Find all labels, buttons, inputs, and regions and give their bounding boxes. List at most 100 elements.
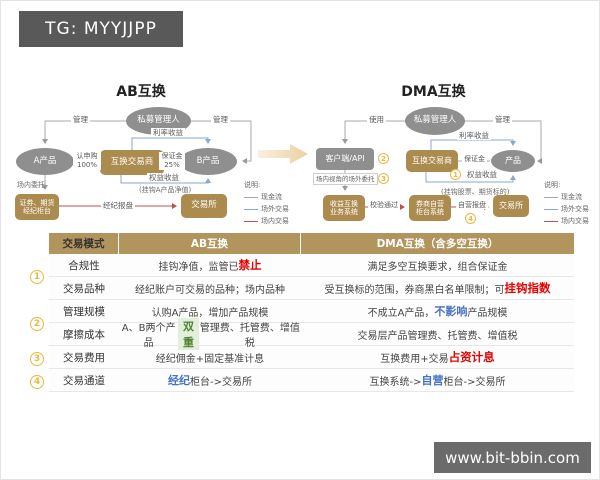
legend-label: 场内交易 bbox=[261, 217, 289, 225]
note-linked-stock-futures: (挂钩股票、期货标的) bbox=[441, 188, 510, 196]
legend-line-swatch bbox=[544, 220, 558, 222]
legend-title: 说明: bbox=[244, 181, 261, 189]
legend-label: 现金流 bbox=[261, 193, 282, 201]
cell-text: 满足多空互换要求，组合保证金 bbox=[367, 261, 508, 273]
group-4-badge: 4 bbox=[30, 375, 44, 389]
legend-item: 场外交易 bbox=[244, 204, 289, 214]
legend-title: 说明: bbox=[544, 181, 561, 189]
table-header-row: 交易模式 AB互换 DMA互换（含多空互换） bbox=[49, 233, 574, 254]
cell-text: 管理费、托管费、增值税 bbox=[199, 323, 300, 349]
emphasis-text: 禁止 bbox=[238, 258, 262, 272]
table-cell: 经纪佣金+固定基准计息 bbox=[119, 346, 301, 368]
legend-item: 场内交易 bbox=[544, 216, 589, 226]
group-1-badge: 1 bbox=[30, 270, 44, 284]
comparison-table: 交易模式 AB互换 DMA互换（含多空互换） 合规性 挂钩净值，监管已禁止 满足多空… bbox=[49, 233, 574, 392]
transition-arrow-icon bbox=[258, 144, 308, 164]
table-cell: 不成立A产品，不影响产品规模 bbox=[301, 300, 574, 322]
cell-text: 认购A产品，增加产品规模 bbox=[151, 307, 269, 319]
note-linked-nav: (挂钩A产品净值) bbox=[139, 186, 192, 194]
emphasis-text: 挂钩指数 bbox=[504, 281, 551, 295]
legend-label: 现金流 bbox=[561, 193, 582, 201]
table-row: 合规性 挂钩净值，监管已禁止 满足多空互换要求，组合保证金 bbox=[49, 254, 574, 277]
legend-label: 场内交易 bbox=[561, 217, 589, 225]
label-self-quote: 自营报盘 bbox=[456, 201, 488, 210]
legend-item: 场内交易 bbox=[244, 216, 289, 226]
row-label: 交易费用 bbox=[63, 351, 105, 364]
node-swap-dealer-dma: 互换交易商 bbox=[406, 150, 458, 172]
emphasis-text: 双重 bbox=[178, 318, 199, 350]
emphasis-text: 不影响 bbox=[434, 305, 468, 318]
step-1-badge: 1 bbox=[450, 169, 461, 180]
cell-text: 不成立A产品， bbox=[367, 307, 435, 319]
cell-text: 柜台->交易所 bbox=[190, 376, 252, 388]
label-rate-income-dma: 利率收益 bbox=[457, 131, 491, 140]
legend-item: 现金流 bbox=[544, 192, 589, 202]
row-label: 摩擦成本 bbox=[63, 328, 105, 341]
legend-ab: 说明:现金流场外交易场内交易 bbox=[244, 180, 289, 226]
table-row: 交易费用 经纪佣金+固定基准计息 互换费用+交易占资计息 bbox=[49, 346, 574, 369]
table-cell: 挂钩净值，监管已禁止 bbox=[119, 254, 301, 276]
cell-text: 经纪佣金+固定基准计息 bbox=[155, 353, 265, 365]
label-verify-pass: 校验通过 bbox=[368, 201, 400, 210]
node-product-dma: 产品 bbox=[491, 150, 535, 172]
node-fund-manager-dma: 私募管理人 bbox=[405, 107, 465, 135]
table-cell: 互换系统->自营柜台->交易所 bbox=[301, 369, 574, 391]
node-exchange-ab: 交易所 bbox=[181, 194, 227, 218]
legend-line-swatch bbox=[544, 196, 558, 198]
table-row: 交易品种经纪账户可交易的品种；场内品种受互换标的范围，券商黑白名单限制；可挂钩指… bbox=[49, 277, 574, 300]
broker-line1: 证券、期货 bbox=[19, 198, 55, 207]
tg-handle-badge: TG: MYYJJPP bbox=[19, 11, 183, 47]
table-row: 管理规模 认购A产品，增加产品规模 不成立A产品，不影响产品规模 bbox=[49, 300, 574, 323]
legend-line-swatch bbox=[544, 208, 558, 210]
col-header-mode: 交易模式 bbox=[49, 233, 119, 254]
group-3-badge: 3 bbox=[30, 352, 44, 366]
table-body: 合规性 挂钩净值，监管已禁止 满足多空互换要求，组合保证金交易品种经纪账户可交易的品… bbox=[49, 254, 574, 392]
node-swap-dealer-ab: 互换交易商 bbox=[100, 150, 164, 175]
legend-item: 场外交易 bbox=[544, 204, 589, 214]
node-exchange-dma: 交易所 bbox=[493, 195, 529, 217]
cell-text: 柜台->交易所 bbox=[443, 376, 506, 388]
label-equity-income-dma: 权益收益 bbox=[465, 170, 499, 179]
table-cell: 交易层产品管理费、托管费、增值税 bbox=[301, 323, 574, 345]
broker-line2: 经纪柜台 bbox=[23, 207, 51, 215]
row-label: 合规性 bbox=[68, 259, 100, 272]
table-row: 摩擦成本 A、B两个产品双重管理费、托管费、增值税交易层产品管理费、托管费、增值税 bbox=[49, 318, 574, 350]
label-manage-dma: 管理 bbox=[493, 115, 512, 124]
label-manage-left: 管理 bbox=[71, 115, 90, 124]
label-use: 使用 bbox=[367, 115, 386, 124]
label-rate-income-ab: 利率收益 bbox=[151, 128, 185, 137]
legend-label: 场外交易 bbox=[561, 205, 589, 213]
emphasis-text: 占资计息 bbox=[448, 350, 495, 364]
emphasis-text: 经纪 bbox=[168, 374, 190, 387]
table-cell: A、B两个产品双重管理费、托管费、增值税 bbox=[119, 318, 301, 350]
step-3-badge: 3 bbox=[378, 173, 389, 184]
cell-text: 经纪账户可交易的品种；场内品种 bbox=[135, 284, 285, 296]
node-swap-business-system: 收益互换业务系统 bbox=[323, 195, 365, 221]
label-onsite-order: 场内委托 bbox=[17, 181, 45, 189]
group-2-badge: 2 bbox=[30, 317, 44, 331]
table-cell: 满足多空互换要求，组合保证金 bbox=[301, 254, 574, 276]
row-label: 管理规模 bbox=[63, 305, 105, 318]
website-badge: www.bit-bbin.com bbox=[434, 442, 591, 473]
table-cell: 经纪柜台->交易所 bbox=[119, 369, 301, 391]
label-manage-right: 管理 bbox=[211, 115, 230, 124]
ab-swap-title: AB互换 bbox=[116, 84, 166, 100]
label-offsite-order: 场内视角的场外委托 bbox=[313, 173, 378, 185]
step-2-badge: 2 bbox=[378, 153, 389, 164]
node-product-b: B产品 bbox=[179, 148, 237, 175]
table-cell: 经纪账户可交易的品种；场内品种 bbox=[119, 277, 301, 299]
table-cell: 互换费用+交易占资计息 bbox=[301, 346, 574, 368]
col-header-dma: DMA互换（含多空互换） bbox=[376, 238, 499, 250]
dma-swap-title: DMA互换 bbox=[401, 84, 466, 100]
legend-line-swatch bbox=[244, 208, 258, 210]
step-4-badge: 4 bbox=[465, 213, 476, 224]
table-cell: 认购A产品，增加产品规模 bbox=[119, 300, 301, 322]
legend-label: 场外交易 bbox=[261, 205, 289, 213]
node-brokerage-counter: 证券、期货 经纪柜台 bbox=[15, 194, 59, 220]
node-prop-counter-system: 券商自营柜台系统 bbox=[409, 195, 451, 221]
emphasis-text: 自营 bbox=[421, 374, 444, 387]
label-broker-quote: 经纪报盘 bbox=[101, 201, 135, 210]
cell-text: 产品规模 bbox=[467, 307, 508, 319]
